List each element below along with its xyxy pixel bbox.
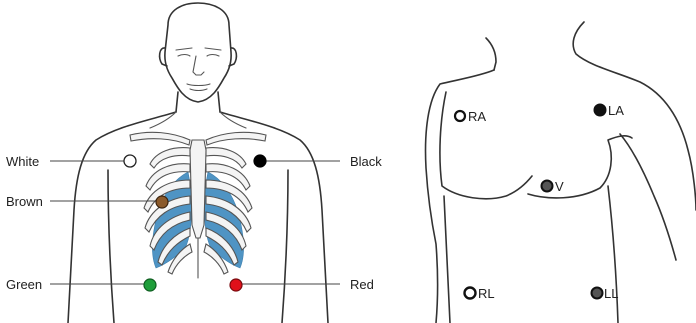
right-clavicle	[206, 132, 266, 145]
lead-label-la: LA	[608, 103, 624, 118]
electrode-black	[254, 155, 266, 167]
electrode-brown	[156, 196, 168, 208]
label-brown: Brown	[6, 194, 43, 209]
lead-marker-la	[594, 104, 606, 116]
label-red: Red	[350, 277, 374, 292]
head-outline	[165, 3, 231, 102]
lead-label-ra: RA	[468, 109, 486, 124]
lead-label-rl: RL	[478, 286, 495, 301]
trapezius-left	[150, 112, 176, 128]
neck-right-contour	[573, 22, 696, 210]
neck-right	[218, 92, 220, 112]
left-inner-arm	[108, 170, 114, 323]
left-clavicle	[130, 132, 190, 145]
lead-marker-rl	[465, 288, 476, 299]
lead-label-ll: LL	[604, 286, 618, 301]
lead-labels: RA LA V RL LL	[468, 103, 624, 301]
lead-label-v: V	[555, 179, 564, 194]
neck-left	[176, 92, 178, 112]
lead-marker-v	[542, 181, 553, 192]
right-inner-arm	[282, 170, 288, 323]
electrode-green	[144, 279, 156, 291]
lead-marker-ll	[592, 288, 603, 299]
chest-outline	[426, 22, 696, 323]
rib-cage	[130, 132, 266, 278]
left-torso-side	[608, 186, 618, 323]
label-white: White	[6, 154, 39, 169]
lead-marker-ra	[455, 111, 465, 121]
electrode-red	[230, 279, 242, 291]
trapezius-right	[220, 112, 246, 128]
label-black: Black	[350, 154, 382, 169]
lead-markers	[455, 104, 606, 299]
left-arm-contour	[620, 134, 676, 260]
right-pectoral	[440, 92, 532, 199]
neck-left-contour	[486, 38, 496, 70]
face-features	[176, 48, 221, 91]
sternum	[190, 140, 206, 238]
right-torso-side	[444, 196, 450, 323]
label-green: Green	[6, 277, 42, 292]
electrode-white	[124, 155, 136, 167]
